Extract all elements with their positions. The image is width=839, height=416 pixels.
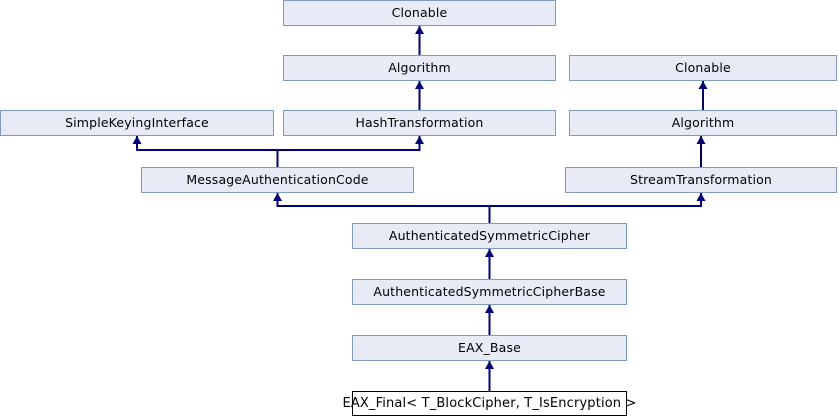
- class-node-clonable-top[interactable]: Clonable: [283, 0, 556, 26]
- class-node-algorithm-right[interactable]: Algorithm: [569, 110, 837, 136]
- inheritance-arrowhead: [415, 136, 424, 144]
- inheritance-arrowhead: [485, 305, 494, 313]
- class-node-label: EAX_Base: [458, 339, 521, 355]
- class-node-asc[interactable]: AuthenticatedSymmetricCipher: [352, 223, 627, 249]
- class-node-algorithm-mid[interactable]: Algorithm: [283, 55, 556, 81]
- inheritance-arrowhead: [696, 193, 706, 201]
- class-node-label: Algorithm: [388, 59, 451, 75]
- class-node-label: Clonable: [675, 59, 731, 75]
- inheritance-edge-asc-to-mac: [276, 193, 491, 223]
- inheritance-edge-mac-to-simplekeying: [136, 136, 279, 167]
- inheritance-arrowhead: [485, 361, 494, 369]
- class-node-label: Clonable: [391, 4, 448, 20]
- inheritance-arrowhead: [273, 193, 282, 201]
- class-node-eaxbase[interactable]: EAX_Base: [352, 335, 627, 361]
- class-node-ascbase[interactable]: AuthenticatedSymmetricCipherBase: [352, 279, 627, 305]
- class-node-label: MessageAuthenticationCode: [186, 171, 369, 187]
- inheritance-arrowhead: [415, 26, 424, 34]
- class-node-label: SimpleKeyingInterface: [65, 114, 209, 130]
- inheritance-arrowhead: [698, 81, 708, 89]
- class-node-label: AuthenticatedSymmetricCipherBase: [373, 283, 606, 299]
- class-node-label: EAX_Final< T_BlockCipher, T_IsEncryption…: [342, 396, 637, 411]
- class-node-simplekeying[interactable]: SimpleKeyingInterface: [0, 110, 274, 136]
- inheritance-edge-asc-to-streamtransform: [488, 193, 702, 223]
- class-node-mac[interactable]: MessageAuthenticationCode: [141, 167, 414, 193]
- class-node-label: HashTransformation: [355, 114, 484, 130]
- inheritance-arrowhead: [415, 81, 424, 89]
- class-node-streamtransform[interactable]: StreamTransformation: [565, 167, 837, 193]
- class-node-clonable-right[interactable]: Clonable: [569, 55, 837, 81]
- class-node-label: AuthenticatedSymmetricCipher: [388, 227, 591, 243]
- class-node-eaxfinal[interactable]: EAX_Final< T_BlockCipher, T_IsEncryption…: [342, 391, 636, 416]
- class-node-label: StreamTransformation: [629, 171, 772, 187]
- class-node-hashtransform[interactable]: HashTransformation: [283, 110, 556, 136]
- class-node-label: Algorithm: [671, 114, 735, 130]
- inheritance-edge-mac-to-hashtransform: [276, 136, 421, 167]
- inheritance-arrowhead: [696, 136, 706, 144]
- inheritance-arrowhead: [132, 136, 142, 144]
- inheritance-arrowhead: [485, 249, 494, 257]
